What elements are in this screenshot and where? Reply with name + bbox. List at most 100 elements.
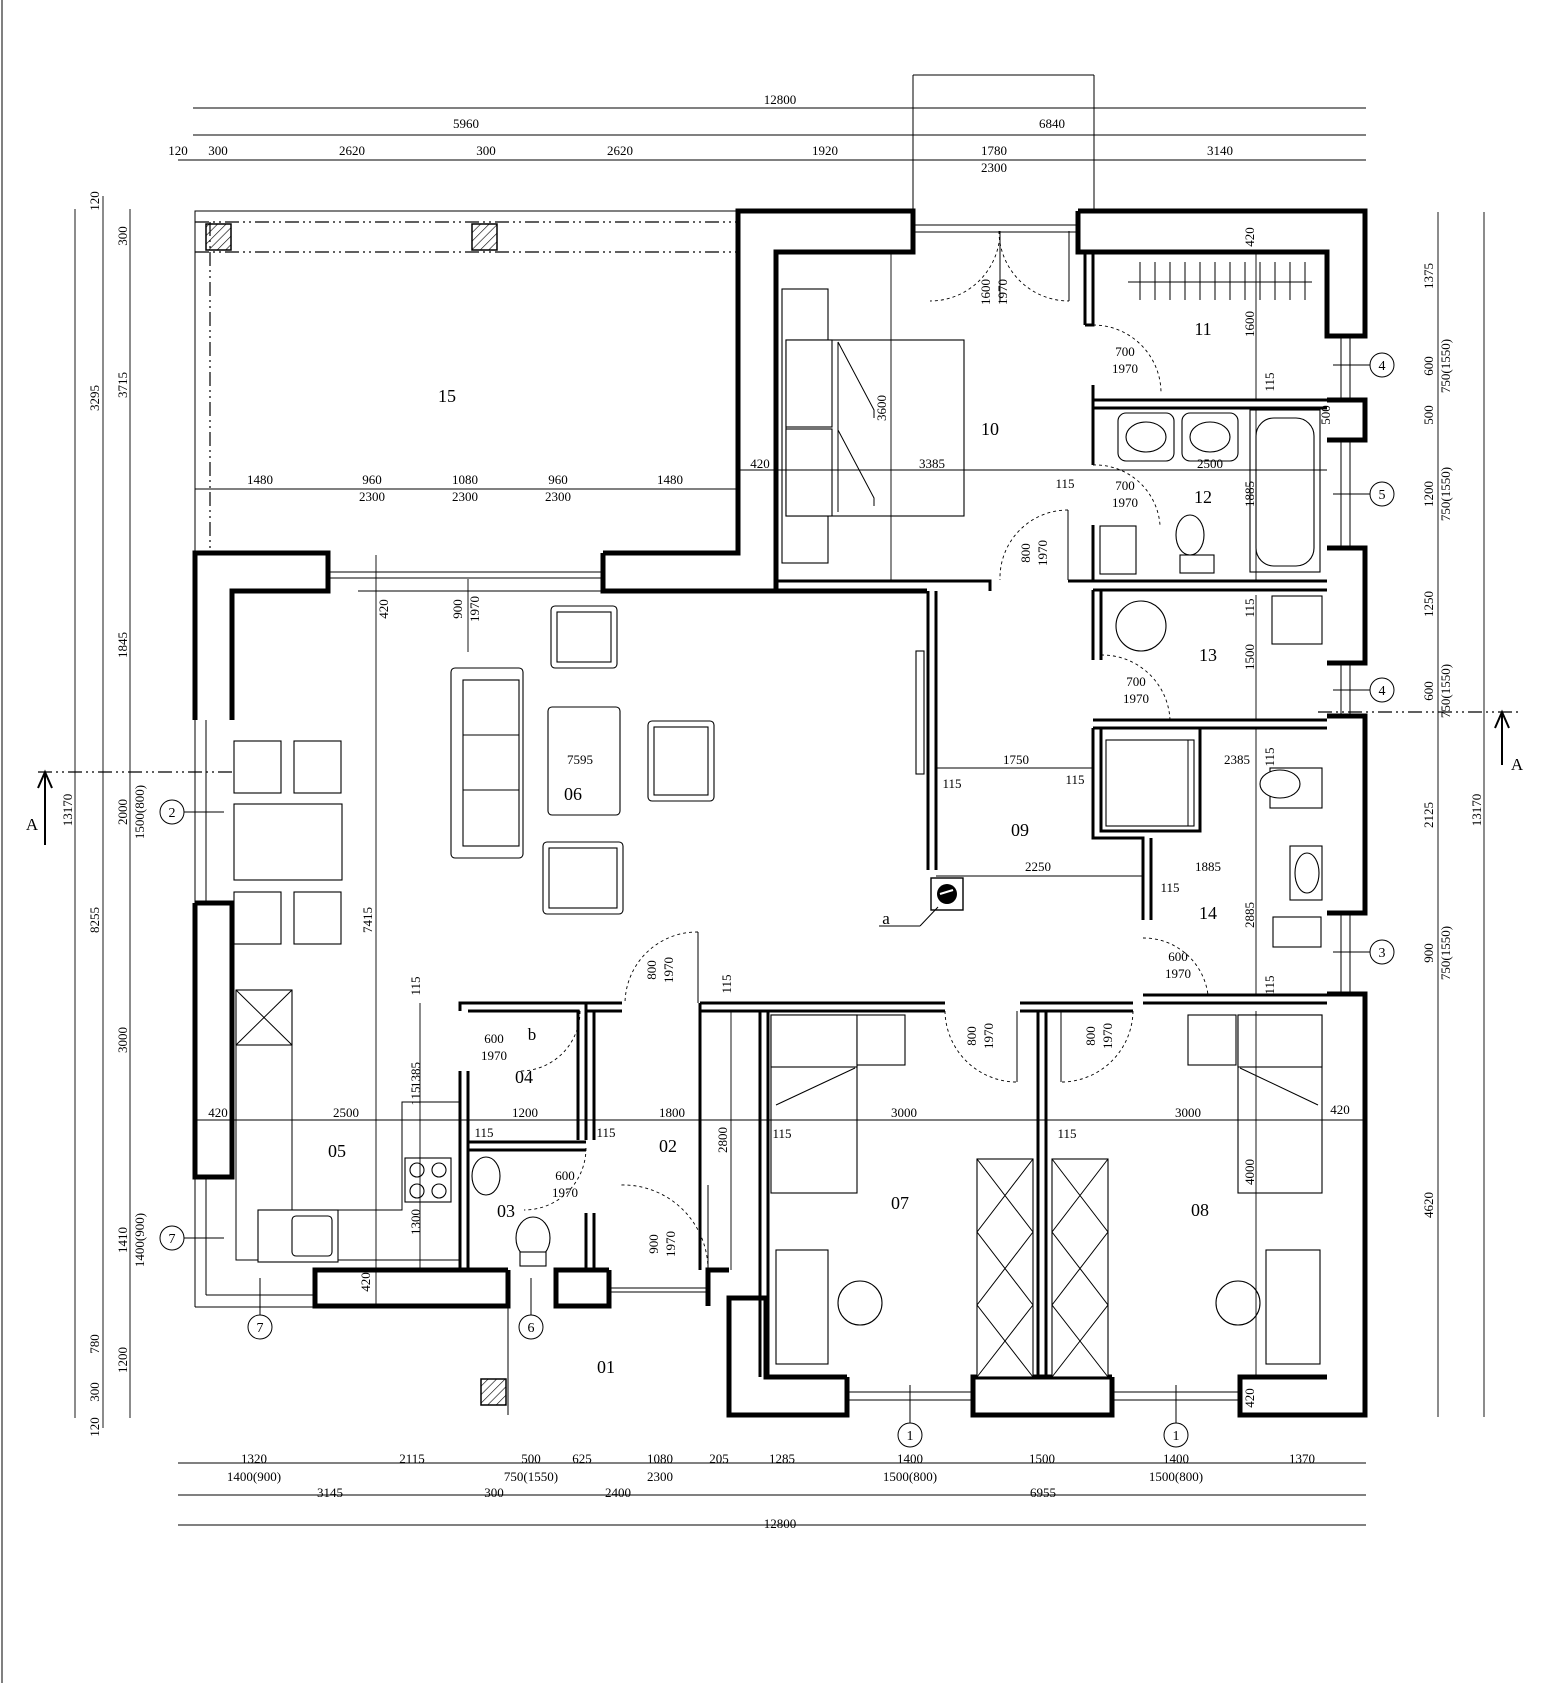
svg-text:1500(800): 1500(800) <box>883 1469 937 1484</box>
callout-b: b <box>528 1025 537 1044</box>
svg-text:2500: 2500 <box>1197 456 1223 471</box>
svg-text:1885: 1885 <box>1242 481 1257 507</box>
svg-text:3: 3 <box>1379 946 1386 961</box>
svg-text:1500(800): 1500(800) <box>1149 1469 1203 1484</box>
svg-text:4: 4 <box>1379 684 1386 699</box>
svg-text:2125: 2125 <box>1421 802 1436 828</box>
svg-text:1970: 1970 <box>1112 361 1138 376</box>
svg-text:2385: 2385 <box>1224 752 1250 767</box>
svg-text:6955: 6955 <box>1030 1485 1056 1500</box>
svg-text:2800: 2800 <box>715 1127 730 1153</box>
svg-text:2300: 2300 <box>981 160 1007 175</box>
svg-text:115: 115 <box>474 1125 493 1140</box>
svg-text:1970: 1970 <box>552 1185 578 1200</box>
svg-text:2620: 2620 <box>339 143 365 158</box>
svg-text:3000: 3000 <box>115 1027 130 1053</box>
window-marker-3 <box>1369 939 1395 965</box>
svg-text:300: 300 <box>208 143 228 158</box>
svg-text:3295: 3295 <box>87 385 102 411</box>
svg-text:1500: 1500 <box>1029 1451 1055 1466</box>
svg-text:900: 900 <box>1421 943 1436 963</box>
chimney-flue-icon <box>937 884 957 904</box>
svg-text:300: 300 <box>87 1382 102 1402</box>
svg-text:6: 6 <box>528 1321 535 1336</box>
window-markers: 4 5 4 3 2 7 7 6 1 1 <box>159 352 1395 1448</box>
svg-text:3140: 3140 <box>1207 143 1233 158</box>
svg-text:4000: 4000 <box>1242 1159 1257 1185</box>
svg-text:7: 7 <box>257 1321 264 1336</box>
svg-text:3000: 3000 <box>1175 1105 1201 1120</box>
svg-text:750(1550): 750(1550) <box>504 1469 558 1484</box>
svg-text:2620: 2620 <box>607 143 633 158</box>
svg-text:700: 700 <box>1115 344 1135 359</box>
svg-text:750(1550): 750(1550) <box>1438 926 1453 980</box>
svg-text:1480: 1480 <box>657 472 683 487</box>
svg-text:115: 115 <box>1262 747 1277 766</box>
svg-text:2: 2 <box>169 806 176 821</box>
svg-text:700: 700 <box>1115 478 1135 493</box>
svg-text:115: 115 <box>1160 880 1179 895</box>
svg-text:1600: 1600 <box>1242 311 1257 337</box>
window-marker-5 <box>1369 481 1395 507</box>
window-marker-2 <box>159 799 185 825</box>
svg-text:750(1550): 750(1550) <box>1438 339 1453 393</box>
window-marker-7a <box>159 1225 185 1251</box>
svg-text:420: 420 <box>1242 1388 1257 1408</box>
svg-text:1970: 1970 <box>467 596 482 622</box>
svg-text:1970: 1970 <box>663 1231 678 1257</box>
svg-text:7415: 7415 <box>360 907 375 933</box>
svg-text:2300: 2300 <box>359 489 385 504</box>
callout-a: a <box>882 909 890 928</box>
svg-text:1845: 1845 <box>115 632 130 658</box>
svg-text:420: 420 <box>358 1272 373 1292</box>
svg-text:420: 420 <box>1330 1102 1350 1117</box>
svg-text:420: 420 <box>1242 227 1257 247</box>
svg-text:120: 120 <box>168 143 188 158</box>
svg-text:420: 420 <box>208 1105 228 1120</box>
callouts: a b <box>528 906 939 1044</box>
room-labels: 15 10 11 12 13 09 14 06 05 04 03 02 07 0… <box>328 319 1217 1377</box>
svg-text:800: 800 <box>964 1026 979 1046</box>
svg-text:1200: 1200 <box>512 1105 538 1120</box>
window-marker-4b <box>1369 677 1395 703</box>
svg-text:600: 600 <box>484 1031 504 1046</box>
room-08-label: 08 <box>1191 1200 1209 1220</box>
svg-text:13170: 13170 <box>60 794 75 827</box>
svg-text:500: 500 <box>1318 405 1333 425</box>
svg-text:1: 1 <box>907 1429 914 1444</box>
room-15-label: 15 <box>438 386 456 406</box>
room-04-label: 04 <box>515 1067 533 1087</box>
room-10-label: 10 <box>981 419 999 439</box>
svg-text:2300: 2300 <box>452 489 478 504</box>
svg-text:1200: 1200 <box>115 1347 130 1373</box>
svg-text:750(1550): 750(1550) <box>1438 664 1453 718</box>
svg-text:4: 4 <box>1379 359 1386 374</box>
svg-text:1600: 1600 <box>978 279 993 305</box>
svg-text:7595: 7595 <box>567 752 593 767</box>
svg-text:1970: 1970 <box>661 957 676 983</box>
svg-text:3600: 3600 <box>874 395 889 421</box>
svg-text:1970: 1970 <box>1035 540 1050 566</box>
svg-text:800: 800 <box>1083 1026 1098 1046</box>
svg-text:1385: 1385 <box>408 1062 423 1088</box>
svg-text:1: 1 <box>1173 1429 1180 1444</box>
svg-text:115: 115 <box>1262 372 1277 391</box>
svg-text:1370: 1370 <box>1289 1451 1315 1466</box>
svg-text:115: 115 <box>1055 476 1074 491</box>
svg-text:1500(800): 1500(800) <box>132 785 147 839</box>
svg-text:1285: 1285 <box>769 1451 795 1466</box>
svg-text:1300: 1300 <box>408 1209 423 1235</box>
room-14-label: 14 <box>1199 903 1217 923</box>
svg-text:12800: 12800 <box>764 1516 797 1531</box>
svg-text:120: 120 <box>87 1417 102 1437</box>
terrace-outline <box>194 210 738 553</box>
room-07-label: 07 <box>891 1193 909 1213</box>
svg-text:8255: 8255 <box>87 907 102 933</box>
svg-text:600: 600 <box>1421 681 1436 701</box>
svg-text:1970: 1970 <box>1165 966 1191 981</box>
room-11-label: 11 <box>1194 319 1211 339</box>
svg-text:1480: 1480 <box>247 472 273 487</box>
svg-text:800: 800 <box>644 960 659 980</box>
svg-text:13170: 13170 <box>1469 794 1484 827</box>
